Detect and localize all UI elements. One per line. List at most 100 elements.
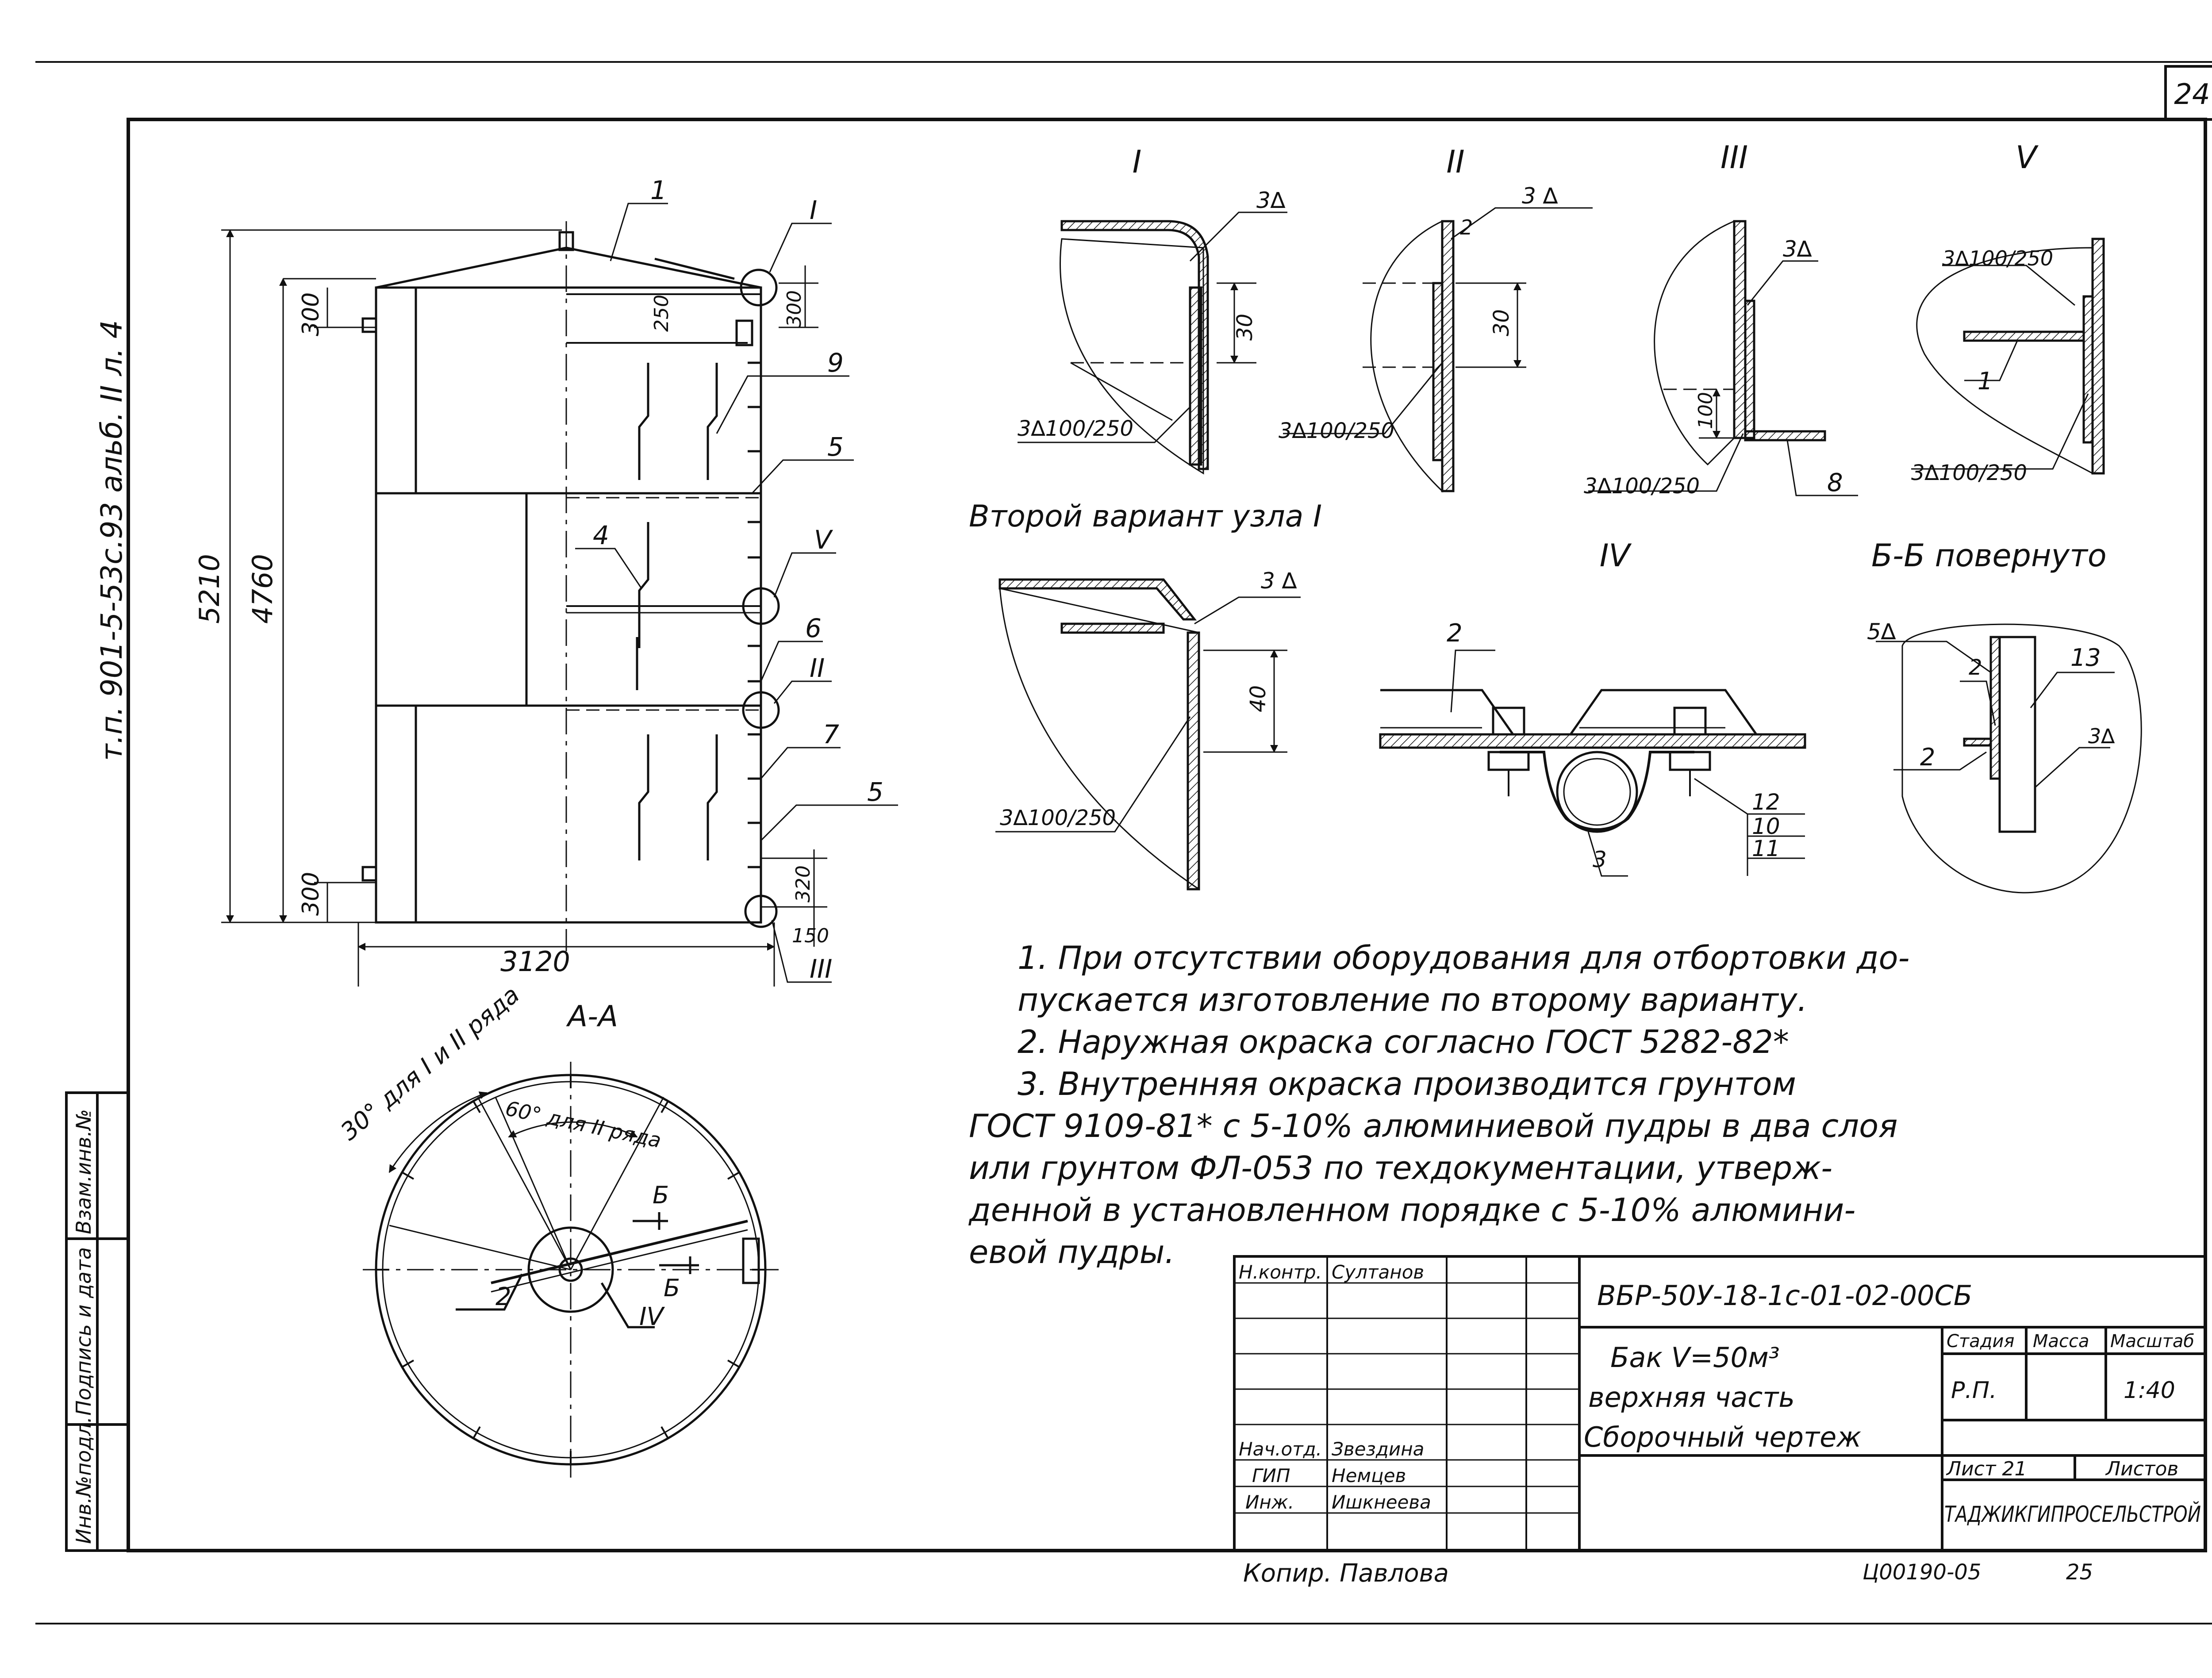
tb-name-nachotd: Звездина [1332, 1438, 1424, 1460]
section-mark-b-bottom: Б [664, 1274, 680, 1302]
detail-IV-title: IV [1600, 538, 1632, 574]
dim-bottom-b: 150 [792, 925, 829, 947]
detail-IV-callout-3: 3 [1593, 847, 1607, 872]
note-line-2: пускается изготовление по второму вариан… [1018, 981, 1807, 1018]
left-stamp [65, 1091, 130, 1552]
second-variant-caption: Второй вариант узла I [969, 499, 1322, 534]
section-bb-callout-2a: 2 [1969, 655, 1982, 680]
stamp-inv-label: Инв.№подл. [72, 1417, 96, 1544]
detail-I-dim: 30 [1233, 314, 1257, 341]
callout-5b: 5 [867, 777, 883, 807]
section-bb [1876, 623, 2142, 894]
callout-1: 1 [650, 175, 667, 205]
section-bb-callout-2b: 2 [1920, 743, 1935, 771]
detail-V [1911, 238, 2105, 475]
detail-V-title: V [2016, 139, 2039, 176]
tb-title-1: Бак V=50м³ [1610, 1341, 1780, 1374]
tb-sheet-label: Лист 21 [1946, 1458, 2027, 1480]
stamp-sign-label: Подпись и дата [72, 1247, 96, 1416]
tb-stage-label: Стадия [1947, 1331, 2014, 1352]
tb-name-inzh: Ишкнеева [1332, 1491, 1431, 1513]
section-aa-ticks [376, 1075, 765, 1464]
tank-side-view [361, 221, 780, 951]
detail-IV-callout-12: 12 [1752, 789, 1780, 815]
section-aa-title: А-А [566, 999, 618, 1033]
detail-I [1018, 211, 1287, 475]
footer-code: Ц00190-05 [1863, 1560, 1981, 1585]
note-line-7: денной в установленном порядке с 5-10% а… [968, 1191, 1855, 1229]
node-mark-III: III [810, 954, 832, 984]
tb-role-nkontr: Н.контр. [1239, 1261, 1322, 1283]
callout-7: 7 [823, 719, 839, 749]
dim-shell-height: 4760 [246, 554, 279, 624]
detail-II-weld-top: 3 ∆ [1522, 183, 1558, 209]
detail-III-callout: 8 [1827, 468, 1843, 497]
dim-top-right: 300 [783, 290, 806, 327]
tb-role-nachotd: Нач.отд. [1239, 1438, 1322, 1460]
detail-II-dim: 30 [1489, 309, 1514, 336]
tb-role-gip: ГИП [1252, 1465, 1290, 1486]
note-line-1: 1. При отсутствии оборудования для отбор… [1018, 939, 1910, 976]
detail-IV-callout-10: 10 [1752, 814, 1780, 839]
tb-title-2: верхняя часть [1588, 1381, 1795, 1413]
tb-name-nkontr: Султанов [1332, 1261, 1424, 1283]
callout-5a: 5 [827, 432, 844, 462]
detail-I-weld-top: 3∆ [1256, 188, 1286, 213]
detail-II-title: II [1446, 144, 1464, 180]
main-dimensions [221, 229, 827, 987]
footer-copied: Копир. Павлова [1243, 1559, 1449, 1588]
tb-role-inzh: Инж. [1245, 1491, 1294, 1513]
section-bb-weld-left: 5∆ [1867, 619, 1896, 645]
sheet-frame [35, 61, 2212, 1624]
tb-designation: ВБР-50У-18-1с-01-02-00СБ [1597, 1279, 1972, 1312]
second-variant-dim: 40 [1246, 685, 1271, 712]
dim-bottom-offset: 300 [298, 872, 324, 916]
tb-scale: 1:40 [2124, 1377, 2175, 1404]
detail-IV-callout-2: 2 [1447, 619, 1463, 648]
tb-name-gip: Немцев [1332, 1465, 1406, 1486]
callout-9: 9 [827, 348, 844, 378]
section-bb-title: Б-Б повернуто [1871, 538, 2107, 574]
detail-V-weld-bottom: 3∆100/250 [1911, 461, 2027, 485]
section-aa-node-iv: IV [639, 1302, 665, 1331]
dim-vent-offset: 250 [650, 295, 673, 332]
callout-4: 4 [593, 520, 609, 550]
note-line-6: или грунтом ФЛ-053 по техдокументации, у… [969, 1149, 1832, 1187]
footer-format: 25 [2066, 1560, 2093, 1585]
main-leaders [575, 203, 898, 983]
tb-sheets-label: Листов [2105, 1458, 2178, 1480]
tb-title-3: Сборочный чертеж [1584, 1421, 1861, 1453]
dim-diameter: 3120 [500, 945, 570, 978]
tb-mass-label: Масса [2033, 1331, 2089, 1352]
side-label: т.п. 901-5-53с.93 альб. II л. 4 [95, 320, 129, 761]
tb-stage: Р.П. [1951, 1377, 1997, 1404]
note-line-5: ГОСТ 9109-81* с 5-10% алюминиевой пудры … [969, 1107, 1897, 1144]
detail-II-callout: 2 [1460, 215, 1473, 239]
note-line-3: 2. Наружная окраска согласно ГОСТ 5282-8… [1018, 1023, 1789, 1060]
detail-II [1283, 207, 1593, 493]
detail-IV-callout-11: 11 [1752, 836, 1780, 861]
node-mark-II: II [810, 653, 825, 683]
detail-III-dim: 100 [1694, 392, 1717, 429]
node-mark-I: I [810, 195, 817, 225]
detail-V-callout: 1 [1978, 367, 1993, 395]
second-variant-weld-bottom: 3∆100/250 [1000, 806, 1116, 830]
detail-I-title: I [1133, 144, 1142, 180]
section-bb-weld-right: 3∆ [2088, 724, 2115, 748]
stamp-replace-label: Взам.инв.№ [72, 1109, 96, 1234]
tb-scale-label: Масштаб [2110, 1331, 2194, 1352]
section-aa-callout-2: 2 [495, 1282, 511, 1311]
note-line-4: 3. Внутренняя окраска производится грунт… [1018, 1065, 1796, 1102]
detail-III-weld-top: 3∆ [1783, 236, 1812, 262]
dim-bottom-a: 320 [792, 865, 814, 902]
node-mark-V: V [814, 525, 833, 555]
notes: 1. При отсутствии оборудования для отбор… [968, 939, 1910, 1271]
detail-I-weld-bottom: 3∆100/250 [1018, 416, 1133, 441]
detail-III-weld-bottom: 3∆100/250 [1584, 474, 1700, 499]
detail-III [1588, 220, 1858, 496]
detail-second-variant [995, 578, 1301, 891]
section-mark-b-top: Б [653, 1181, 669, 1209]
second-variant-weld-top: 3 ∆ [1261, 568, 1297, 594]
note-line-8: евой пудры. [969, 1233, 1175, 1271]
